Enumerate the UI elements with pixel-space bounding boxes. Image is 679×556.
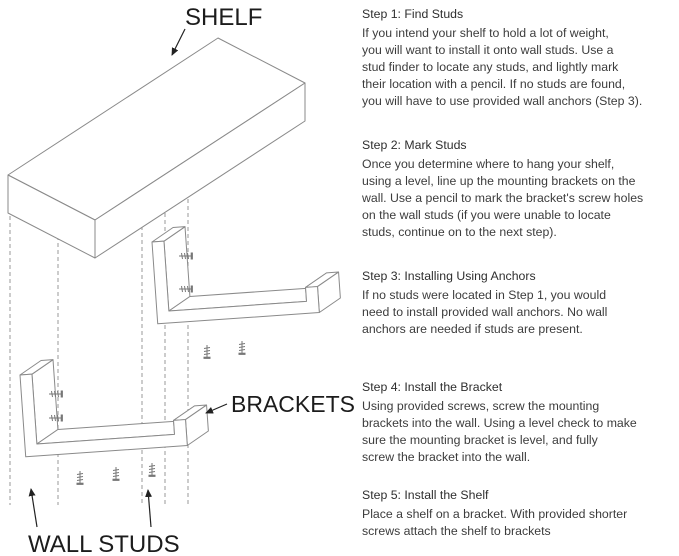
- screw-icon: [75, 469, 85, 485]
- step-block-1: Step 1: Find Studs If you intend your sh…: [362, 6, 674, 110]
- wall-studs-label: WALL STUDS: [28, 531, 180, 556]
- step-title: Step 3: Installing Using Anchors: [362, 269, 536, 283]
- step-body: If no studs were located in Step 1, you …: [362, 288, 608, 336]
- wall-studs-arrow-left: [28, 488, 38, 528]
- step-body: Once you determine where to hang your sh…: [362, 157, 644, 239]
- screw-icon: [202, 343, 212, 359]
- diagram-labels: SHELF BRACKETS WALL STUDS: [28, 4, 355, 556]
- screw-icon: [237, 339, 247, 355]
- screw-icon: [111, 465, 121, 481]
- instructions-column: Step 1: Find Studs If you intend your sh…: [362, 6, 674, 556]
- step-block-3: Step 3: Installing Using Anchors If no s…: [362, 268, 674, 338]
- shelf-drawing: [7, 37, 306, 259]
- step-block-2: Step 2: Mark Studs Once you determine wh…: [362, 137, 674, 241]
- step-body: Using provided screws, screw the mountin…: [362, 399, 637, 464]
- shelf-label: SHELF: [185, 4, 262, 31]
- bracket-lower: [18, 348, 210, 458]
- installation-diagram: SHELF BRACKETS WALL STUDS: [7, 4, 355, 556]
- bracket-upper: [150, 215, 342, 325]
- step-title: Step 4: Install the Bracket: [362, 380, 503, 394]
- step-block-5: Step 5: Install the Shelf Place a shelf …: [362, 487, 674, 540]
- brackets-label: BRACKETS: [231, 391, 355, 417]
- shelf-arrow: [171, 28, 186, 56]
- brackets-arrow: [205, 403, 228, 414]
- shelf-front-face: [94, 82, 306, 259]
- step-title: Step 5: Install the Shelf: [362, 488, 489, 502]
- step-title: Step 1: Find Studs: [362, 7, 464, 21]
- step-title: Step 2: Mark Studs: [362, 138, 467, 152]
- step-block-4: Step 4: Install the Bracket Using provid…: [362, 379, 674, 466]
- wall-studs-arrow-right: [145, 489, 153, 528]
- callout-arrows: [28, 28, 228, 528]
- step-body: If you intend your shelf to hold a lot o…: [362, 26, 643, 108]
- screw-icon: [147, 461, 157, 477]
- wall-stud-lines: [9, 199, 189, 505]
- step-body: Place a shelf on a bracket. With provide…: [362, 507, 628, 538]
